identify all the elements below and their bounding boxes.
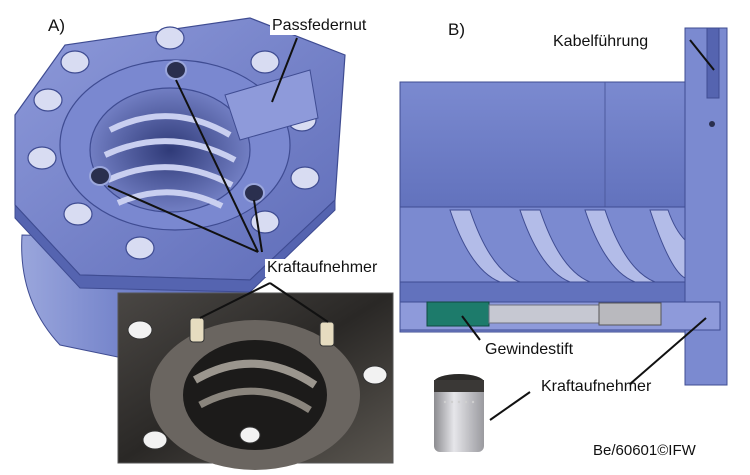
cable-guide-label: Kabelführung — [551, 33, 651, 51]
keyway-label: Passfedernut — [270, 17, 369, 35]
set-screw-label: Gewindestift — [485, 341, 574, 358]
inset-photo-sensors — [117, 282, 394, 470]
panel-a-id: A) — [48, 16, 65, 35]
leaders-a — [107, 37, 298, 253]
force-sensor-section — [598, 302, 662, 326]
thread-section — [449, 209, 686, 283]
copyright-notice: Be/60601©IFW — [593, 442, 696, 459]
leaders-b — [461, 39, 715, 421]
set-screw — [426, 301, 490, 327]
thread-turns — [103, 113, 237, 209]
force-sensor-label-b: Kraftaufnehmer — [541, 378, 652, 395]
panel-a-nut-render — [14, 17, 346, 371]
sensor-photo — [434, 374, 484, 452]
panel-b-id: B) — [448, 20, 465, 39]
force-sensor-label-a: Kraftaufnehmer — [265, 259, 380, 277]
panel-b-section-view — [399, 27, 728, 452]
